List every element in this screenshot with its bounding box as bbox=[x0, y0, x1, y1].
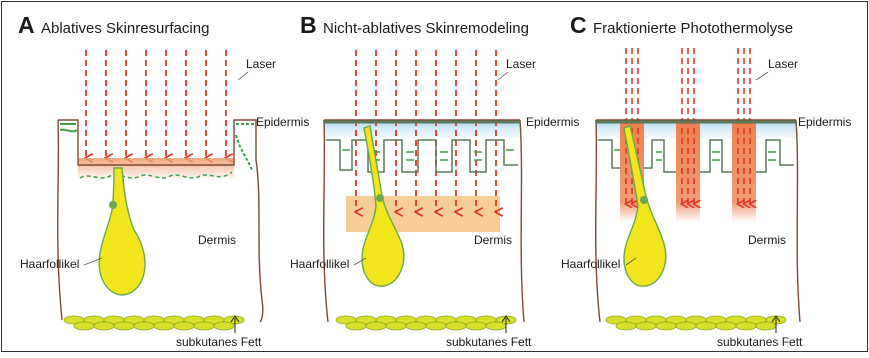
panel-c-epidermis-label: Epidermis bbox=[798, 115, 851, 129]
panel-b-follicle-label: Haarfollikel bbox=[290, 257, 349, 271]
panel-a-title: Ablatives Skinresurfacing bbox=[41, 20, 209, 37]
panel-b-dermis-label: Dermis bbox=[474, 233, 512, 247]
panel-a-laser-leader bbox=[238, 72, 248, 80]
panel-a-follicle-label: Haarfollikel bbox=[20, 257, 79, 271]
panel-a-dermis-label: Dermis bbox=[198, 233, 236, 247]
panel-a-laser-beams bbox=[86, 50, 226, 158]
panel-b-title: Nicht-ablatives Skinremodeling bbox=[323, 20, 529, 37]
panel-c-fat-layer bbox=[606, 316, 786, 330]
panel-a-epidermis-label: Epidermis bbox=[256, 115, 309, 129]
panel-c-letter: C bbox=[570, 12, 587, 38]
panel-b-sebaceous-gland bbox=[376, 194, 384, 202]
panel-a-skin-outline bbox=[58, 120, 263, 322]
panel-c-laser-leader bbox=[756, 72, 768, 80]
panel-c-fat-label: subkutanes Fett bbox=[717, 335, 803, 349]
panel-a-fat-layer bbox=[64, 316, 244, 330]
panel-a-epidermis-left bbox=[60, 124, 77, 131]
panel-b-fat-label: subkutanes Fett bbox=[446, 335, 532, 349]
panel-a-laser-label: Laser bbox=[246, 57, 276, 71]
panel-a-fat-label: subkutanes Fett bbox=[176, 335, 262, 349]
panel-b-rete-ridges bbox=[326, 140, 518, 172]
panel-b-laser-leader bbox=[498, 72, 508, 80]
panel-c-sebaceous-gland bbox=[640, 196, 648, 204]
panel-a-epidermis-right bbox=[236, 124, 254, 170]
panel-a-sebaceous-gland bbox=[109, 201, 117, 209]
panel-b-laser-label: Laser bbox=[506, 57, 536, 71]
panel-b-fat-layer bbox=[336, 316, 516, 330]
panel-a-letter: A bbox=[18, 12, 35, 38]
panel-b: B Nicht-ablatives Skinremodeling Laser E… bbox=[290, 12, 579, 349]
panel-c-dermis-label: Dermis bbox=[748, 233, 786, 247]
panel-c-laser-label: Laser bbox=[768, 57, 798, 71]
panel-b-letter: B bbox=[300, 12, 317, 38]
panel-a-hair-follicle bbox=[99, 168, 145, 295]
panel-c-title: Fraktionierte Photothermolyse bbox=[593, 20, 793, 37]
panel-b-epidermis-label: Epidermis bbox=[526, 115, 579, 129]
panel-c-follicle-label: Haarfollikel bbox=[561, 257, 620, 271]
panel-a: A Ablatives Skinresurfacing Laser Epider… bbox=[18, 12, 309, 349]
panel-c: C Fraktionierte Photothermolyse Laser Ep… bbox=[561, 12, 851, 349]
